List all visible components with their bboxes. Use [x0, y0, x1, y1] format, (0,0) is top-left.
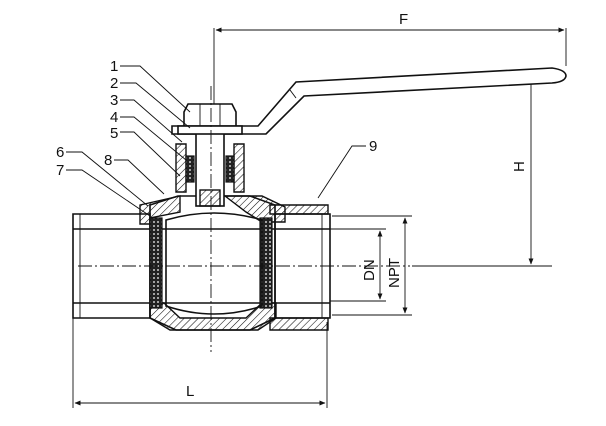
- callout-3: 3: [110, 92, 118, 109]
- dim-label-npt: NPT: [386, 258, 403, 288]
- callout-7: 7: [56, 162, 64, 179]
- body-wall-bottom: [149, 302, 277, 331]
- dimension-l: L: [72, 318, 328, 408]
- callout-1: 1: [110, 58, 118, 75]
- dim-label-f: F: [399, 11, 408, 28]
- seat-right: [259, 217, 273, 309]
- dim-label-l: L: [186, 383, 194, 400]
- dimension-h: H: [412, 75, 552, 267]
- callout-5: 5: [110, 125, 118, 142]
- lever-handle: [171, 67, 567, 135]
- callout-leaders: [66, 65, 366, 217]
- stem-assembly: [175, 103, 245, 207]
- callout-8: 8: [104, 152, 112, 169]
- dimension-dn: DN: [330, 228, 386, 302]
- dim-label-dn: DN: [361, 259, 378, 281]
- callout-numbers: 1 2 3 4 5 6 7 8 9: [56, 58, 377, 179]
- ball: [165, 212, 263, 315]
- dimension-npt: NPT: [332, 215, 412, 316]
- seat-left: [149, 217, 163, 309]
- callout-6: 6: [56, 144, 64, 161]
- callout-2: 2: [110, 75, 118, 92]
- callout-4: 4: [110, 109, 118, 126]
- body-wall-bottom-right: [269, 317, 329, 331]
- dim-label-h: H: [511, 161, 528, 172]
- callout-9: 9: [369, 138, 377, 155]
- valve-body: [72, 195, 331, 331]
- body-wall-top-right: [222, 195, 286, 223]
- body-wall-top-end: [269, 204, 329, 215]
